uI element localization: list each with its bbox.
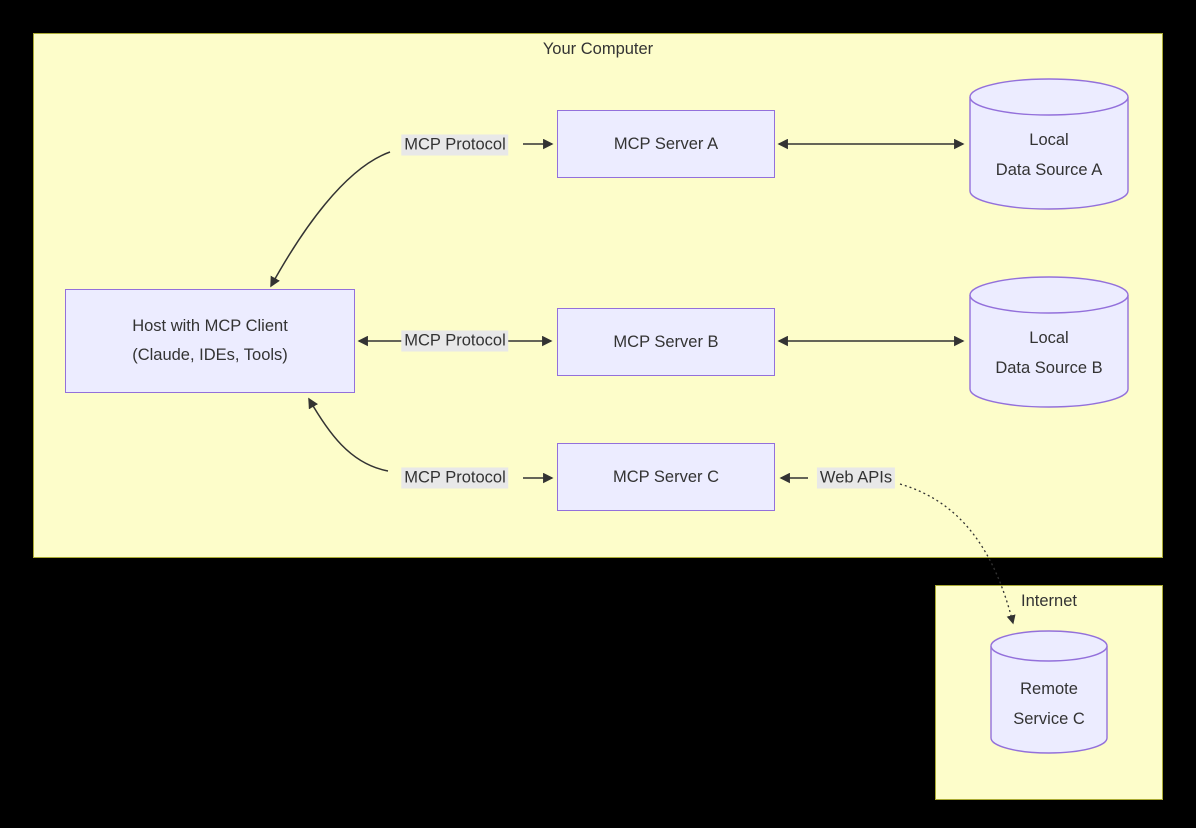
edge-label-mcp-protocol-a: MCP Protocol — [401, 134, 509, 156]
datasource-b-label-line1: Local — [1029, 329, 1069, 347]
cylinder-shape — [990, 630, 1108, 754]
node-mcp-server-c-label: MCP Server C — [612, 467, 720, 486]
node-mcp-server-c: MCP Server C — [557, 443, 775, 511]
node-host-label-line1: Host with MCP Client — [132, 317, 288, 335]
datasource-a-label-line1: Local — [1029, 131, 1069, 149]
node-host-mcp-client: Host with MCP Client (Claude, IDEs, Tool… — [65, 289, 355, 393]
node-mcp-server-b: MCP Server B — [557, 308, 775, 376]
datasource-b-label-line2: Data Source B — [995, 359, 1103, 377]
datasource-a-label-line2: Data Source A — [995, 161, 1103, 179]
cluster-your-computer-label: Your Computer — [542, 40, 654, 58]
database-local-data-source-b: Local Data Source B — [969, 276, 1129, 408]
remote-service-c-label-line1: Remote — [1020, 679, 1078, 698]
database-remote-service-c-label: Remote Service C — [990, 630, 1108, 755]
database-remote-service-c: Remote Service C — [990, 630, 1108, 755]
database-local-data-source-b-label: Local Data Source B — [969, 276, 1129, 408]
database-local-data-source-a: Local Data Source A — [969, 78, 1129, 210]
database-local-data-source-a-label: Local Data Source A — [969, 78, 1129, 210]
node-mcp-server-b-label: MCP Server B — [613, 332, 719, 351]
node-mcp-server-a: MCP Server A — [557, 110, 775, 178]
node-mcp-server-a-label: MCP Server A — [613, 134, 719, 153]
cylinder-shape — [969, 276, 1129, 408]
edge-label-web-apis: Web APIs — [816, 467, 896, 489]
cylinder-shape — [969, 78, 1129, 210]
edge-label-mcp-protocol-b: MCP Protocol — [401, 330, 509, 352]
node-host-label-line2: (Claude, IDEs, Tools) — [132, 346, 288, 364]
edge-label-mcp-protocol-c: MCP Protocol — [401, 467, 509, 489]
cluster-internet-label: Internet — [1021, 592, 1077, 610]
remote-service-c-label-line2: Service C — [1013, 709, 1085, 728]
